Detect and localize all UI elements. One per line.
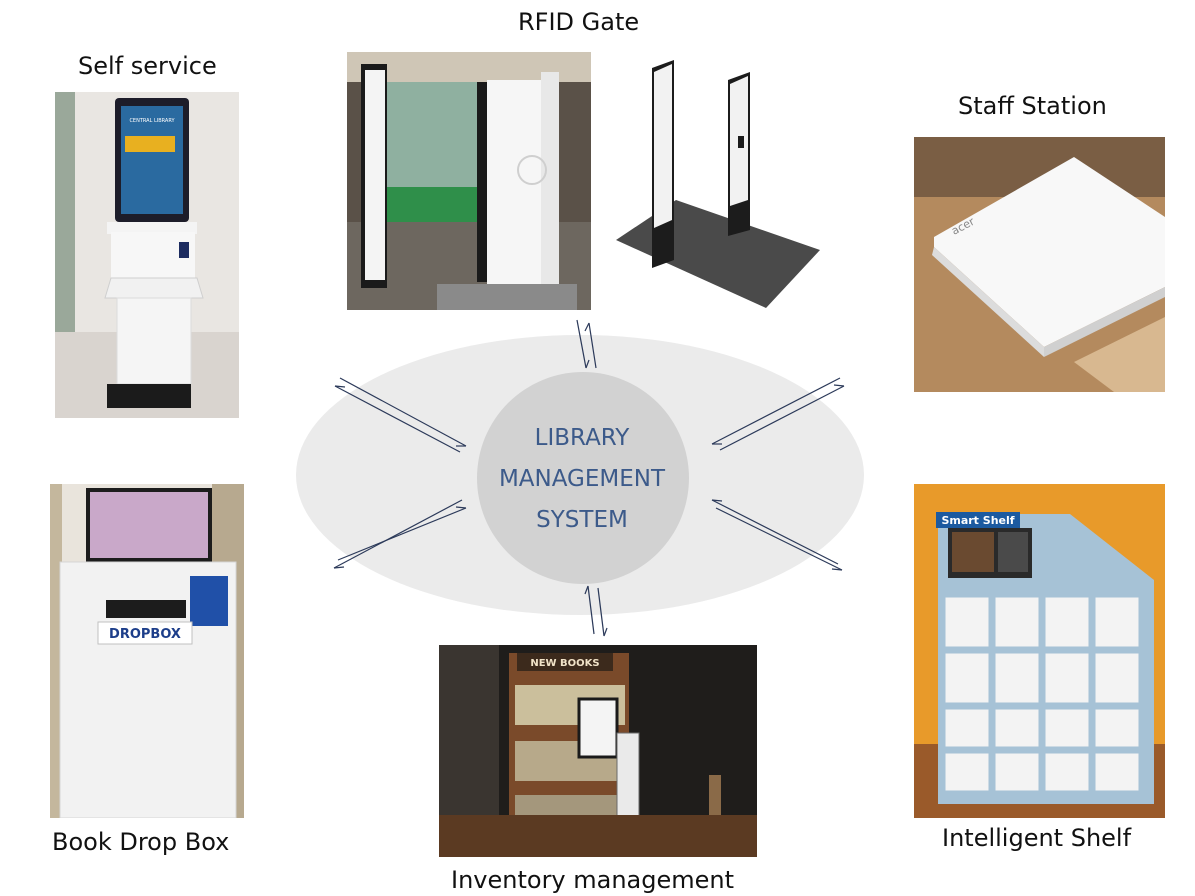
inventory-management-photo: NEW BOOKS — [439, 645, 757, 857]
staff-station-photo: acer — [914, 137, 1165, 392]
rfid-gate-pedestals-photo — [616, 60, 820, 308]
center-title-line-1: LIBRARY — [534, 425, 630, 451]
arrow-rfid-gate — [576, 319, 597, 369]
arrow-self-service — [334, 377, 467, 453]
intelligent-shelf-photo: Smart Shelf — [914, 484, 1165, 818]
center-system-title: LIBRARY MANAGEMENT SYSTEM — [478, 418, 686, 541]
new-books-sign-text: NEW BOOKS — [530, 658, 599, 669]
arrow-intelligent-shelf — [711, 499, 843, 571]
intelligent-shelf-label: Intelligent Shelf — [942, 824, 1132, 852]
arrow-book-drop-box — [333, 499, 467, 569]
rfid-gate-label: RFID Gate — [518, 8, 640, 36]
arrow-inventory — [584, 585, 608, 637]
system-circle — [477, 372, 689, 584]
connection-arrows — [333, 319, 845, 637]
dropbox-sign-text: DROPBOX — [109, 627, 181, 642]
self-service-label: Self service — [78, 52, 217, 80]
inventory-management-label: Inventory management — [451, 866, 735, 894]
arrow-staff-station — [711, 377, 845, 451]
self-service-kiosk-photo: CENTRAL LIBRARY — [55, 92, 239, 418]
center-title-line-2: MANAGEMENT — [498, 466, 666, 492]
kiosk-screen-text: CENTRAL LIBRARY — [129, 118, 175, 124]
rfid-gate-installed-photo — [347, 52, 591, 310]
staff-station-label: Staff Station — [958, 92, 1107, 120]
book-drop-box-label: Book Drop Box — [52, 828, 230, 856]
book-drop-box-photo: DROPBOX — [50, 484, 244, 818]
center-title-line-3: SYSTEM — [536, 507, 628, 533]
smart-shelf-sign-text: Smart Shelf — [941, 514, 1014, 527]
